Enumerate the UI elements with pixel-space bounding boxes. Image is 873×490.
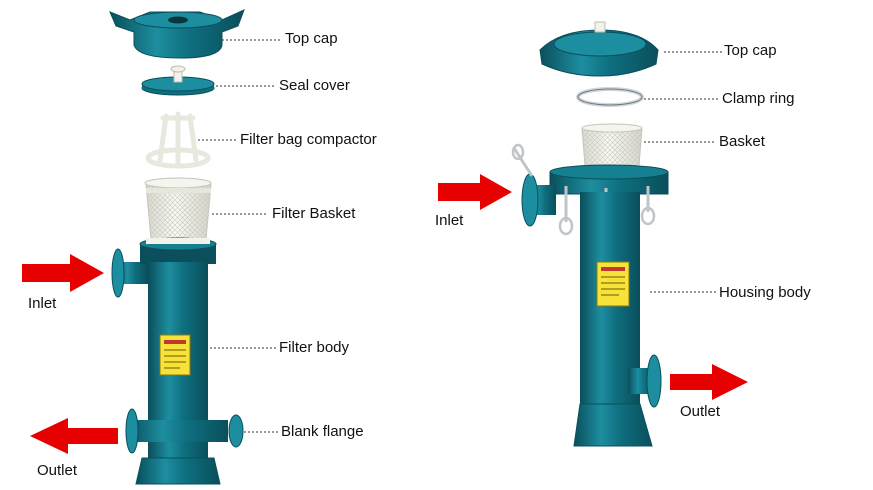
left-outlet-arrow <box>30 418 118 454</box>
right-outlet-arrow <box>670 364 748 400</box>
label-basket: Basket <box>719 133 765 150</box>
label-outlet-right: Outlet <box>680 403 721 420</box>
left-filter-bag-compactor <box>145 111 211 169</box>
arrow-right-icon <box>22 254 104 292</box>
label-top-cap-right: Top cap <box>724 42 777 59</box>
label-filter-basket: Filter Basket <box>272 205 356 222</box>
right-top-cap <box>539 21 659 77</box>
label-outlet-left: Outlet <box>37 462 78 479</box>
right-housing-body <box>511 143 669 447</box>
label-housing-body: Housing body <box>719 284 811 301</box>
left-top-cap <box>109 9 245 59</box>
label-clamp-ring: Clamp ring <box>722 90 795 107</box>
left-filter-basket <box>144 177 212 251</box>
right-leader-lines <box>644 51 722 293</box>
label-filter-bag-compactor: Filter bag compactor <box>240 131 377 148</box>
left-filter-body <box>111 237 228 485</box>
label-inlet-right: Inlet <box>435 212 464 229</box>
left-seal-cover <box>141 65 215 96</box>
left-blank-flange <box>228 414 244 448</box>
left-inlet-arrow <box>22 254 104 292</box>
label-blank-flange: Blank flange <box>281 423 364 440</box>
arrow-right-icon <box>438 174 512 210</box>
right-clamp-ring <box>576 87 644 107</box>
label-inlet-left: Inlet <box>28 295 57 312</box>
right-inlet-arrow <box>438 174 512 210</box>
label-top-cap-left: Top cap <box>285 30 338 47</box>
label-seal-cover: Seal cover <box>279 77 350 94</box>
left-leader-lines <box>198 39 282 433</box>
label-filter-body: Filter body <box>279 339 350 356</box>
